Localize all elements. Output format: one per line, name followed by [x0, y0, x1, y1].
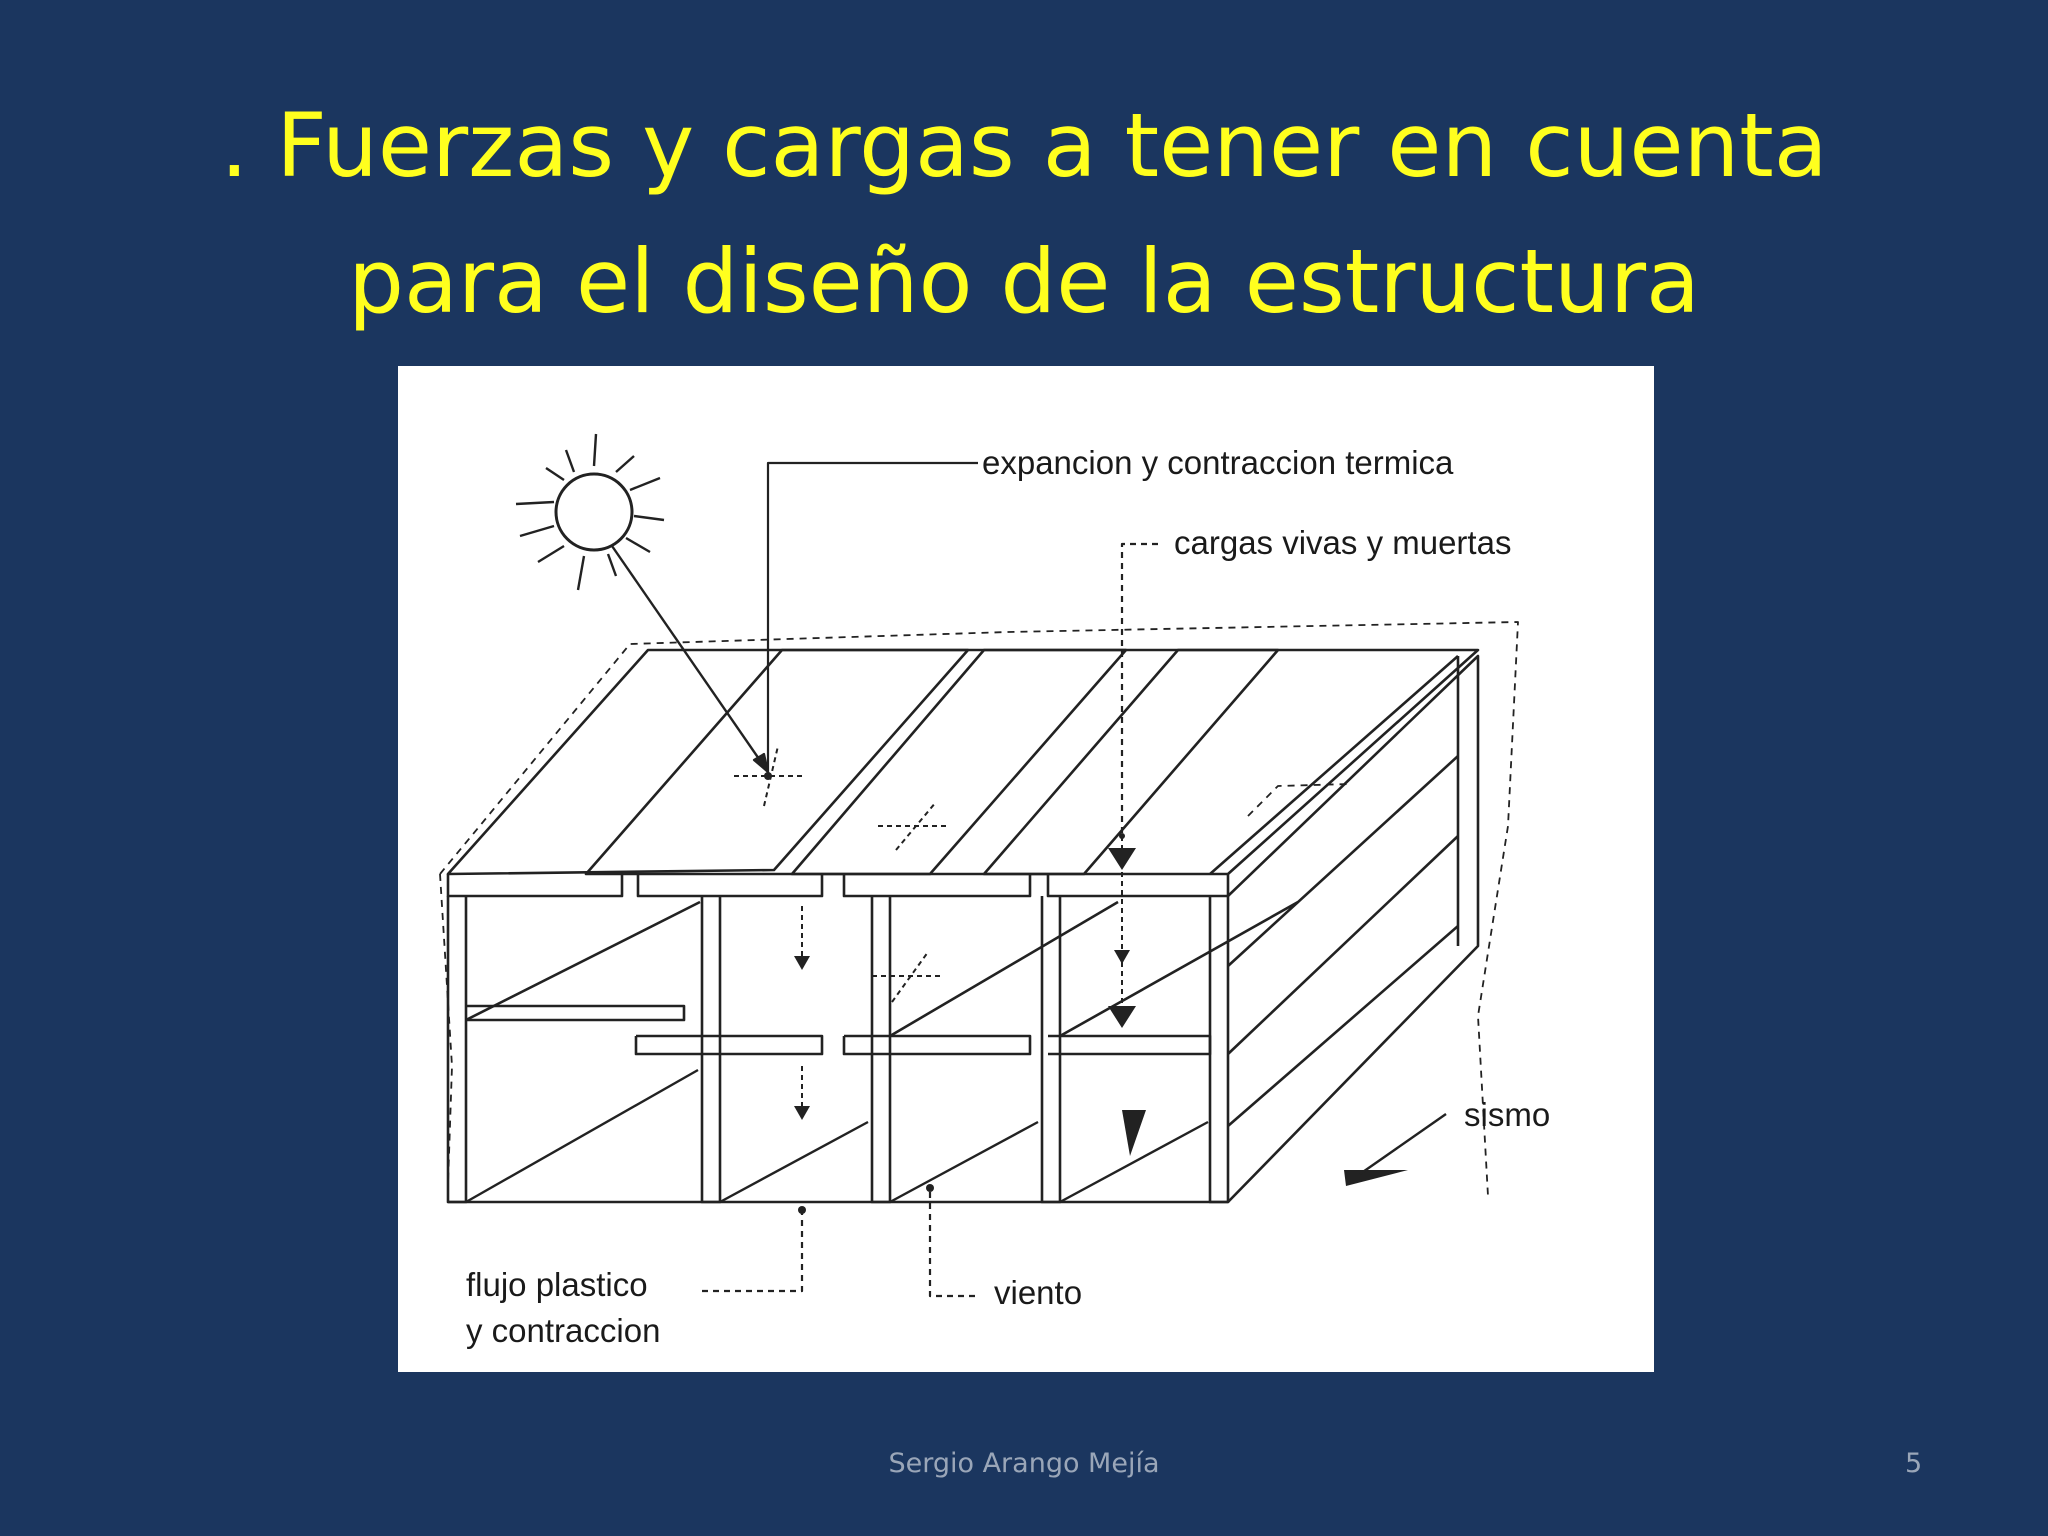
footer-author: Sergio Arango Mejía [888, 1448, 1160, 1479]
creep-leader [702, 1210, 804, 1293]
loads-leader [1120, 542, 1158, 836]
wind-leader [928, 1188, 975, 1298]
label-loads: cargas vivas y muertas [1174, 524, 1511, 561]
columns [446, 896, 1230, 1204]
deformed-outline [439, 621, 1519, 1197]
label-seismic: sismo [1464, 1096, 1550, 1133]
roof-slabs [446, 648, 1480, 876]
thermal-leader [766, 461, 978, 774]
side-frame [1209, 654, 1480, 1203]
seismic-arrow [1359, 1113, 1447, 1175]
ground-floor [448, 1068, 1228, 1204]
load-arrows [801, 836, 1123, 1106]
label-creep-line-2: y contraccion [466, 1312, 660, 1349]
page-number: 5 [1905, 1448, 1923, 1479]
slide-title-line-2: para el diseño de la estructura [348, 230, 1700, 333]
sun-rays [515, 433, 665, 591]
sun-icon [554, 472, 634, 552]
slab-edges [446, 874, 1230, 898]
diagram-drawing: expancion y contraccion termica cargas v… [439, 433, 1550, 1349]
middle-floor [465, 900, 1299, 1056]
label-thermal: expancion y contraccion termica [982, 444, 1454, 481]
slide-title-line-1: . Fuerzas y cargas a tener en cuenta [220, 94, 1828, 197]
arrow-heads [794, 848, 1408, 1186]
label-creep-line-1: flujo plastico [466, 1266, 648, 1303]
slide-title: . Fuerzas y cargas a tener en cuenta par… [0, 78, 2048, 350]
label-wind: viento [994, 1274, 1082, 1311]
wind-arrow [930, 1114, 1122, 1188]
structure-forces-diagram: expancion y contraccion termica cargas v… [398, 366, 1654, 1372]
sun-ray-arrow [611, 545, 769, 773]
